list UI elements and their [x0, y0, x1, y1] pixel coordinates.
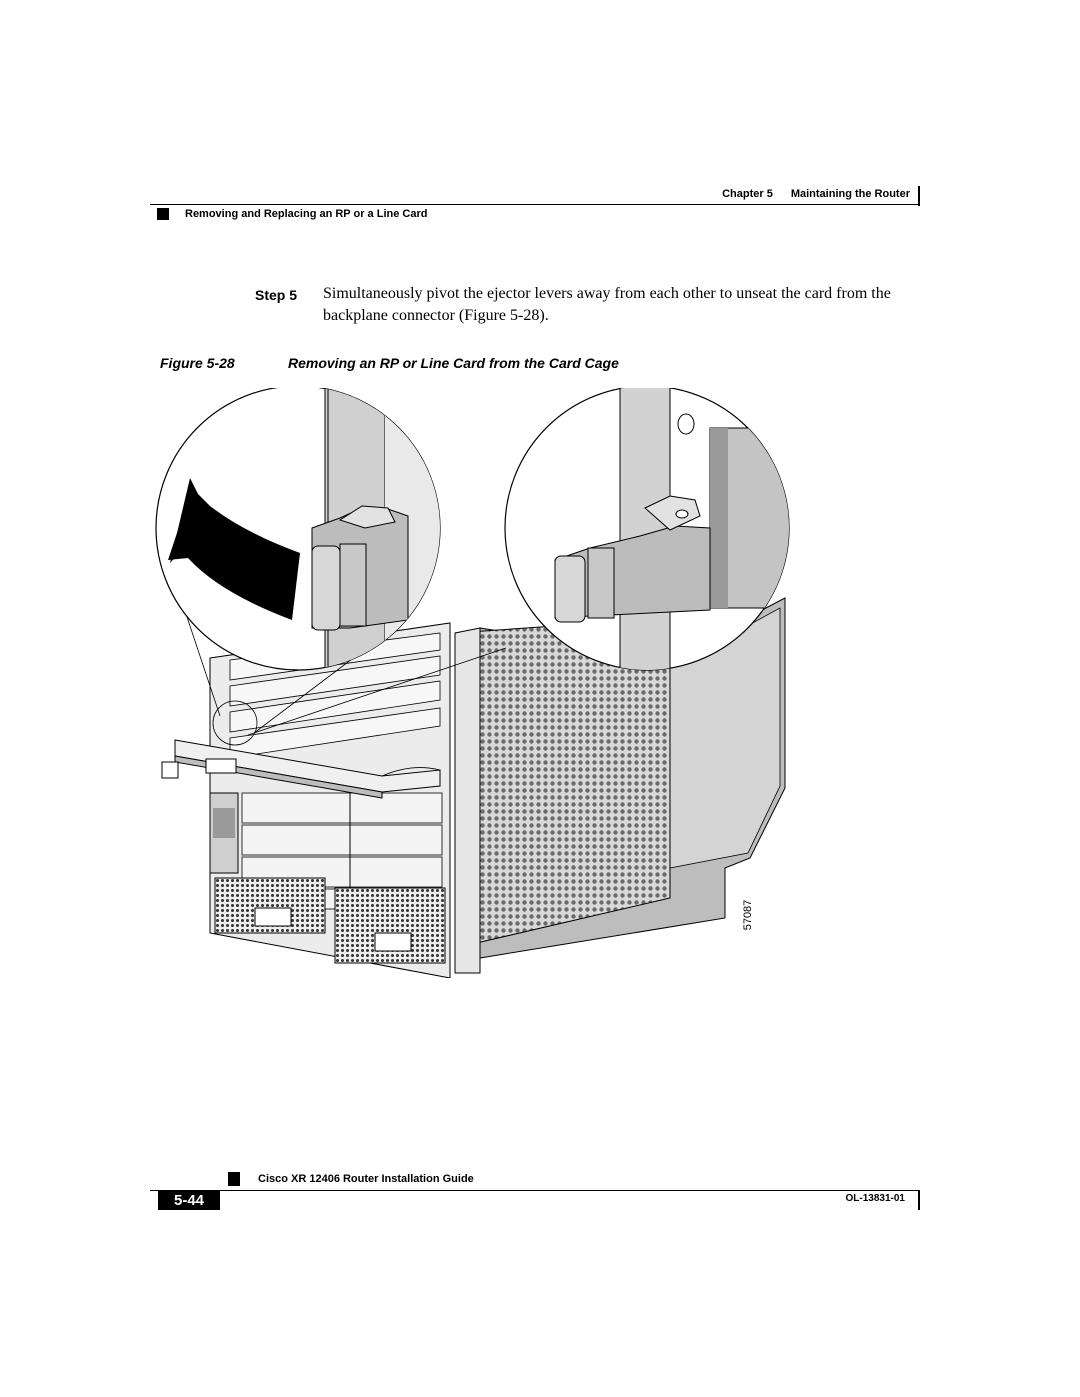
footer-bar — [918, 1190, 920, 1210]
chassis-grille — [454, 617, 671, 974]
doc-number: OL-13831-01 — [845, 1193, 905, 1204]
card-being-removed — [161, 739, 441, 799]
header-bar — [918, 186, 920, 206]
running-header-section: Removing and Replacing an RP or a Line C… — [185, 208, 428, 220]
ejector-detail-right — [504, 388, 790, 671]
figure-id-text: 57087 — [742, 899, 754, 931]
figure-id-label: 57087 — [728, 895, 768, 935]
figure-number: Figure 5-28 — [160, 355, 235, 371]
header-square-marker — [157, 208, 169, 220]
card-cage — [209, 622, 451, 978]
header-rule — [150, 204, 920, 205]
running-header-chapter: Chapter 5 Maintaining the Router — [640, 188, 910, 200]
page-number: 5-44 — [158, 1190, 220, 1210]
figure-title: Removing an RP or Line Card from the Car… — [288, 355, 619, 371]
router-chassis-illustration — [155, 388, 790, 978]
step-label: Step 5 — [255, 287, 298, 303]
step-text: Simultaneously pivot the ejector levers … — [323, 285, 891, 324]
footer-square-marker — [228, 1172, 240, 1186]
chapter-label: Chapter 5 — [722, 188, 773, 200]
footer-guide-title: Cisco XR 12406 Router Installation Guide — [258, 1173, 474, 1185]
footer-rule — [150, 1190, 920, 1191]
ejector-detail-left — [155, 388, 441, 671]
chapter-title: Maintaining the Router — [790, 188, 910, 200]
